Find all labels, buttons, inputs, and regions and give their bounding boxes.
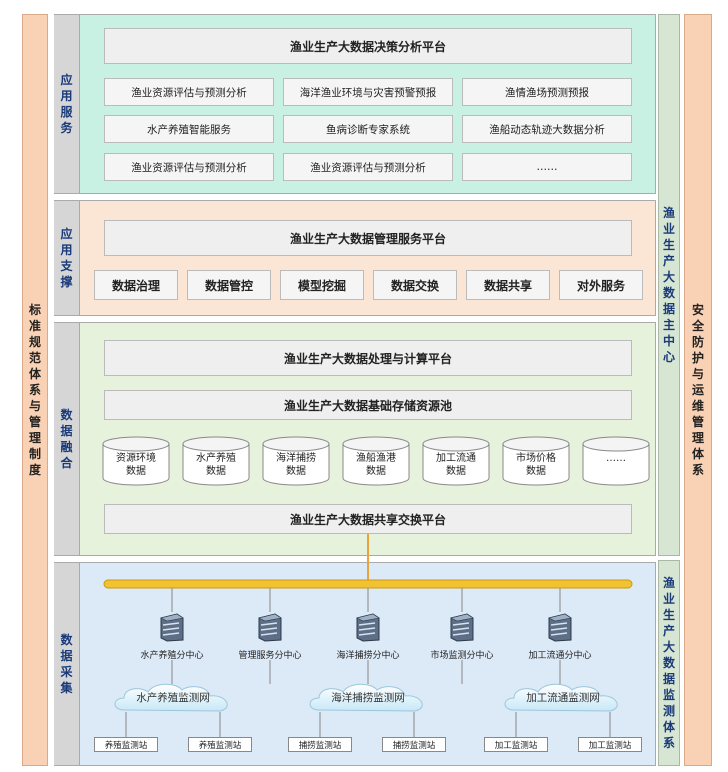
monitoring-network-label: 海洋捕捞监测网 — [331, 692, 405, 704]
security-column: 安全防护与运维管理体系 — [684, 14, 712, 766]
data-fusion-label-box: 数据融合 — [54, 323, 80, 555]
app-support-label-box: 应用支撑 — [54, 201, 80, 315]
app-service-label: 应用服务 — [60, 73, 73, 135]
support-item-2: 数据管控 — [187, 270, 271, 300]
database-label-line1: 加工流通 — [436, 453, 476, 464]
database-label-line2: 数据 — [206, 466, 226, 477]
app-item-4: 水产养殖智能服务 — [104, 115, 274, 143]
support-item-5: 数据共享 — [466, 270, 550, 300]
database-label: 资源环境数据 — [102, 452, 170, 478]
app-item-7: 渔业资源评估与预测分析 — [104, 153, 274, 181]
app-item-8: 渔业资源评估与预测分析 — [283, 153, 453, 181]
monitoring-network-cloud: 加工流通监测网 — [500, 680, 626, 716]
data-collect-label-box: 数据采集 — [54, 563, 80, 765]
sub-center-label: 水产养殖分中心 — [140, 651, 204, 661]
monitor-system-column: 渔业生产大数据监测体系 — [658, 560, 680, 766]
standards-column: 标准规范体系与管理制度 — [22, 14, 48, 766]
database-icon — [182, 436, 250, 486]
server-icon — [257, 612, 283, 642]
app-item-3: 渔情渔场预测预报 — [462, 78, 632, 106]
database-label-line1: …… — [606, 453, 626, 464]
monitoring-station: 养殖监测站 — [188, 737, 252, 752]
cloud-icon — [114, 683, 228, 712]
monitoring-station: 养殖监测站 — [94, 737, 158, 752]
database-label: …… — [582, 452, 650, 465]
database-label: 市场价格数据 — [502, 452, 570, 478]
monitoring-station: 加工监测站 — [484, 737, 548, 752]
support-item-4: 数据交换 — [373, 270, 457, 300]
standards-label: 标准规范体系与管理制度 — [28, 303, 41, 477]
server-icon — [355, 612, 381, 642]
database-icon — [262, 436, 330, 486]
database-icon — [342, 436, 410, 486]
cloud-icon — [309, 683, 423, 712]
app-support-label: 应用支撑 — [60, 227, 73, 289]
security-label: 安全防护与运维管理体系 — [691, 303, 704, 477]
database-label-line2: 数据 — [366, 466, 386, 477]
database-label-line2: 数据 — [126, 466, 146, 477]
monitoring-network-label: 加工流通监测网 — [526, 692, 600, 704]
app-service-label-box: 应用服务 — [54, 15, 80, 193]
monitoring-station: 加工监测站 — [578, 737, 642, 752]
app-item-6: 渔船动态轨迹大数据分析 — [462, 115, 632, 143]
management-platform: 渔业生产大数据管理服务平台 — [104, 220, 632, 256]
monitoring-station: 捕捞监测站 — [288, 737, 352, 752]
monitoring-station: 捕捞监测站 — [382, 737, 446, 752]
support-item-3: 模型挖掘 — [280, 270, 364, 300]
database-icon — [102, 436, 170, 486]
storage-pool: 渔业生产大数据基础存储资源池 — [104, 390, 632, 420]
database-cylinder: 市场价格数据 — [502, 436, 570, 486]
database-icon — [502, 436, 570, 486]
server-icon — [449, 612, 475, 642]
database-cylinder: 海洋捕捞数据 — [262, 436, 330, 486]
data-center-label: 渔业生产大数据主中心 — [662, 206, 675, 364]
app-item-1: 渔业资源评估与预测分析 — [104, 78, 274, 106]
database-label-line1: 渔船渔港 — [356, 453, 396, 464]
sub-center-label: 加工流通分中心 — [528, 651, 592, 661]
support-item-6: 对外服务 — [559, 270, 643, 300]
database-label-line1: 市场价格 — [516, 453, 556, 464]
server-icon — [159, 612, 185, 642]
database-cylinder: 加工流通数据 — [422, 436, 490, 486]
compute-platform: 渔业生产大数据处理与计算平台 — [104, 340, 632, 376]
monitor-system-label: 渔业生产大数据监测体系 — [662, 576, 675, 750]
database-label-line2: 数据 — [526, 466, 546, 477]
database-label-line1: 水产养殖 — [196, 453, 236, 464]
exchange-platform: 渔业生产大数据共享交换平台 — [104, 504, 632, 534]
server-icon — [547, 612, 573, 642]
database-cylinder: 水产养殖数据 — [182, 436, 250, 486]
database-label: 加工流通数据 — [422, 452, 490, 478]
database-label-line2: 数据 — [286, 466, 306, 477]
monitoring-network-cloud: 海洋捕捞监测网 — [305, 680, 431, 716]
database-icon — [422, 436, 490, 486]
database-icon — [582, 436, 650, 486]
decision-platform: 渔业生产大数据决策分析平台 — [104, 28, 632, 64]
database-label: 海洋捕捞数据 — [262, 452, 330, 478]
database-cylinder: 资源环境数据 — [102, 436, 170, 486]
database-label: 渔船渔港数据 — [342, 452, 410, 478]
cloud-icon — [504, 683, 618, 712]
app-item-9: …… — [462, 153, 632, 181]
data-collect-label: 数据采集 — [60, 633, 73, 695]
database-label: 水产养殖数据 — [182, 452, 250, 478]
database-label-line1: 资源环境 — [116, 453, 156, 464]
sub-center-label: 市场监测分中心 — [430, 651, 494, 661]
monitoring-network-cloud: 水产养殖监测网 — [110, 680, 236, 716]
sub-center-label: 管理服务分中心 — [238, 651, 302, 661]
database-cylinder: …… — [582, 436, 650, 486]
data-center-column: 渔业生产大数据主中心 — [658, 14, 680, 556]
database-label-line1: 海洋捕捞 — [276, 453, 316, 464]
database-cylinder: 渔船渔港数据 — [342, 436, 410, 486]
app-item-2: 海洋渔业环境与灾害预警预报 — [283, 78, 453, 106]
app-item-5: 鱼病诊断专家系统 — [283, 115, 453, 143]
sub-center-label: 海洋捕捞分中心 — [336, 651, 400, 661]
data-collect-layer — [54, 562, 656, 766]
support-item-1: 数据治理 — [94, 270, 178, 300]
data-fusion-label: 数据融合 — [60, 408, 73, 470]
database-label-line2: 数据 — [446, 466, 466, 477]
monitoring-network-label: 水产养殖监测网 — [136, 692, 210, 704]
